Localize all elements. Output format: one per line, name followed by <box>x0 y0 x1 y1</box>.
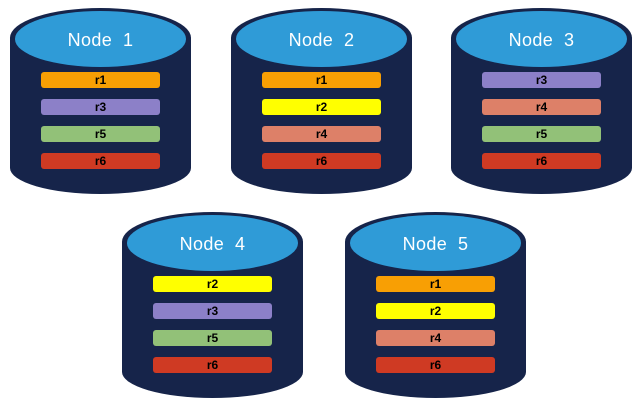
replica-bar-label: r4 <box>315 127 328 141</box>
replica-bar-label: r6 <box>315 154 328 168</box>
replica-bar[interactable]: r6 <box>261 153 382 169</box>
replica-bar[interactable]: r6 <box>375 357 496 373</box>
replica-bar[interactable]: r1 <box>261 72 382 88</box>
cylinder-top-ellipse-icon <box>14 11 187 67</box>
replica-bar[interactable]: r1 <box>375 276 496 292</box>
cylinder-top-ellipse-icon <box>126 215 299 271</box>
replica-bar-label: r5 <box>94 127 107 141</box>
replica-bar-list: r3 r4 r5 r6 <box>481 72 602 169</box>
replica-bar-label: r1 <box>315 73 328 87</box>
replica-bar[interactable]: r6 <box>152 357 273 373</box>
replica-bar[interactable]: r1 <box>40 72 161 88</box>
replica-bar-label: r4 <box>429 331 442 345</box>
replica-bar-label: r5 <box>535 127 548 141</box>
cylinder-top-ellipse-icon <box>349 215 522 271</box>
replica-bar-label: r4 <box>535 100 548 114</box>
replica-bar-label: r6 <box>429 358 442 372</box>
replica-bar[interactable]: r2 <box>152 276 273 292</box>
replica-bar[interactable]: r5 <box>481 126 602 142</box>
replica-bar[interactable]: r5 <box>40 126 161 142</box>
replica-bar[interactable]: r4 <box>481 99 602 115</box>
cylinder-top-ellipse-icon <box>455 11 628 67</box>
replica-bar-list: r1 r2 r4 r6 <box>375 276 496 373</box>
cylinder-top-ellipse-icon <box>235 11 408 67</box>
replica-bar-label: r2 <box>315 100 328 114</box>
replica-bar-label: r3 <box>535 73 548 87</box>
replica-bar[interactable]: r3 <box>40 99 161 115</box>
replica-bar[interactable]: r5 <box>152 330 273 346</box>
replica-bar[interactable]: r3 <box>481 72 602 88</box>
replica-bar-label: r1 <box>429 277 442 291</box>
replica-bar-list: r1 r2 r4 r6 <box>261 72 382 169</box>
replica-bar-label: r2 <box>429 304 442 318</box>
replica-bar-label: r3 <box>94 100 107 114</box>
replica-bar[interactable]: r6 <box>481 153 602 169</box>
replica-bar[interactable]: r4 <box>375 330 496 346</box>
replica-bar[interactable]: r4 <box>261 126 382 142</box>
replica-bar-label: r1 <box>94 73 107 87</box>
replica-bar-label: r6 <box>94 154 107 168</box>
replica-bar-label: r5 <box>206 331 219 345</box>
replica-bar-label: r6 <box>206 358 219 372</box>
replica-bar[interactable]: r6 <box>40 153 161 169</box>
replica-bar-label: r2 <box>206 277 219 291</box>
replica-bar-list: r2 r3 r5 r6 <box>152 276 273 373</box>
replica-bar-label: r3 <box>206 304 219 318</box>
replica-bar[interactable]: r2 <box>261 99 382 115</box>
replica-bar[interactable]: r2 <box>375 303 496 319</box>
replica-bar-list: r1 r3 r5 r6 <box>40 72 161 169</box>
replica-bar-label: r6 <box>535 154 548 168</box>
replica-bar[interactable]: r3 <box>152 303 273 319</box>
